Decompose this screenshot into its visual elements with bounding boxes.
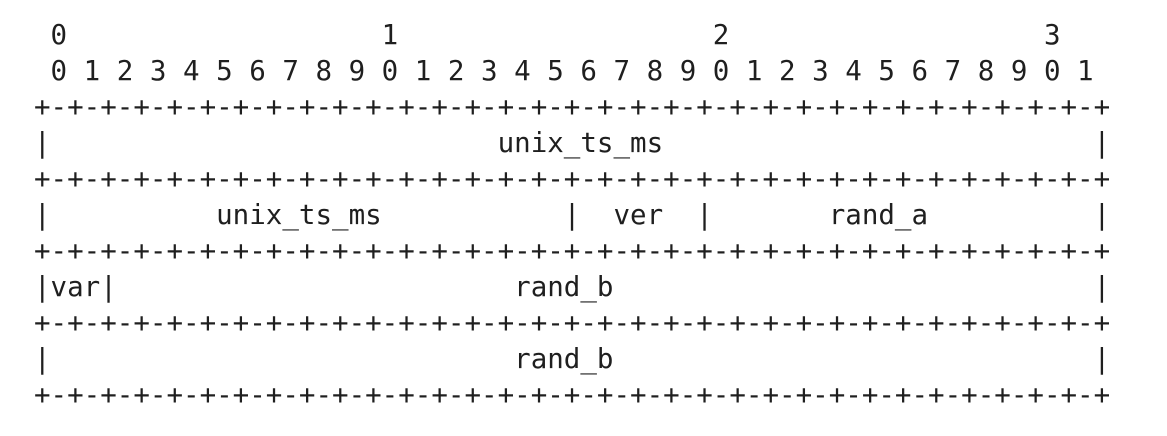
row-separator: +-+-+-+-+-+-+-+-+-+-+-+-+-+-+-+-+-+-+-+-… (34, 163, 1111, 195)
bit-tens-ruler: 0 1 2 3 (34, 19, 1061, 51)
row-unix-ts-ms-1: | unix_ts_ms | (34, 127, 1111, 159)
row-var-rand-b: |var| rand_b | (34, 271, 1111, 303)
row-separator: +-+-+-+-+-+-+-+-+-+-+-+-+-+-+-+-+-+-+-+-… (34, 235, 1111, 267)
row-separator: +-+-+-+-+-+-+-+-+-+-+-+-+-+-+-+-+-+-+-+-… (34, 379, 1111, 411)
row-separator: +-+-+-+-+-+-+-+-+-+-+-+-+-+-+-+-+-+-+-+-… (34, 91, 1111, 123)
uuidv7-bit-layout-diagram: 0 1 2 3 0 1 2 3 4 5 6 7 8 9 0 1 2 3 4 5 … (34, 20, 1144, 420)
row-rand-b: | rand_b | (34, 343, 1111, 375)
row-separator: +-+-+-+-+-+-+-+-+-+-+-+-+-+-+-+-+-+-+-+-… (34, 307, 1111, 339)
bit-units-ruler: 0 1 2 3 4 5 6 7 8 9 0 1 2 3 4 5 6 7 8 9 … (34, 55, 1094, 87)
row-unix-ts-ms-ver-rand-a: | unix_ts_ms | ver | rand_a | (34, 199, 1111, 231)
